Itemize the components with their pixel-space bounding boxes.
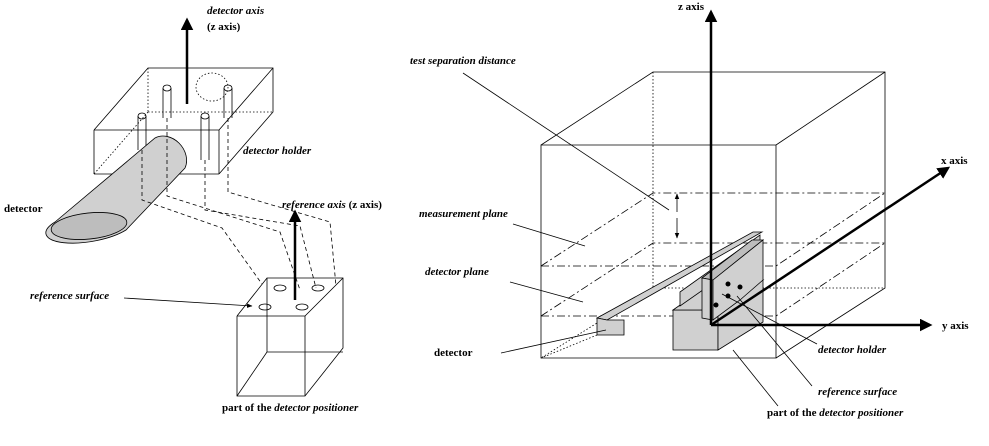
positioner-plain-right: part of the (767, 407, 819, 419)
detector-plane-label: detector plane (425, 266, 489, 278)
positioner-italic-right: detector positioner (819, 407, 904, 419)
right-leader-lines (462, 72, 818, 407)
z-axis-label: z axis (678, 1, 705, 13)
detector-holder-label: detector holder (243, 145, 312, 157)
reference-axis-plain: (z axis) (346, 199, 382, 211)
reference-surface-label-right: reference surface (818, 386, 897, 398)
detector-axis-label-2: (z axis) (207, 21, 241, 33)
measurement-plane (540, 192, 886, 267)
positioner-italic: detector positioner (274, 402, 359, 414)
positioner-label: part of the detector positioner (222, 402, 359, 414)
detector-holder-label-right: detector holder (818, 344, 887, 356)
detector-label: detector (4, 203, 43, 215)
holder-pins (137, 72, 233, 160)
y-axis-label: y axis (942, 320, 969, 332)
left-figure: detector axis (z axis) detector holder d… (4, 5, 382, 414)
reference-axis-label: reference axis (z axis) (282, 199, 382, 211)
reference-surface-pointer (123, 297, 253, 308)
x-axis-arrow (710, 166, 951, 327)
reference-surface-label: reference surface (30, 290, 109, 302)
right-figure: z axis x axis y axis test separation dis… (410, 1, 969, 419)
reference-axis-italic: reference axis (282, 199, 346, 211)
outer-cube (540, 71, 886, 359)
left-projection-lines (141, 118, 337, 291)
positioner-label-right: part of the detector positioner (767, 407, 904, 419)
measurement-plane-label: measurement plane (419, 208, 508, 220)
detector-cylinder (45, 135, 187, 244)
test-separation-label: test separation distance (410, 55, 516, 67)
x-axis-label: x axis (941, 155, 968, 167)
detector-line-ext (540, 334, 598, 359)
positioner-plain: part of the (222, 402, 274, 414)
positioner-box (236, 277, 344, 397)
detector-plane (540, 242, 886, 317)
detector-axis-label-1: detector axis (207, 5, 264, 17)
detector-label-right: detector (434, 347, 473, 359)
